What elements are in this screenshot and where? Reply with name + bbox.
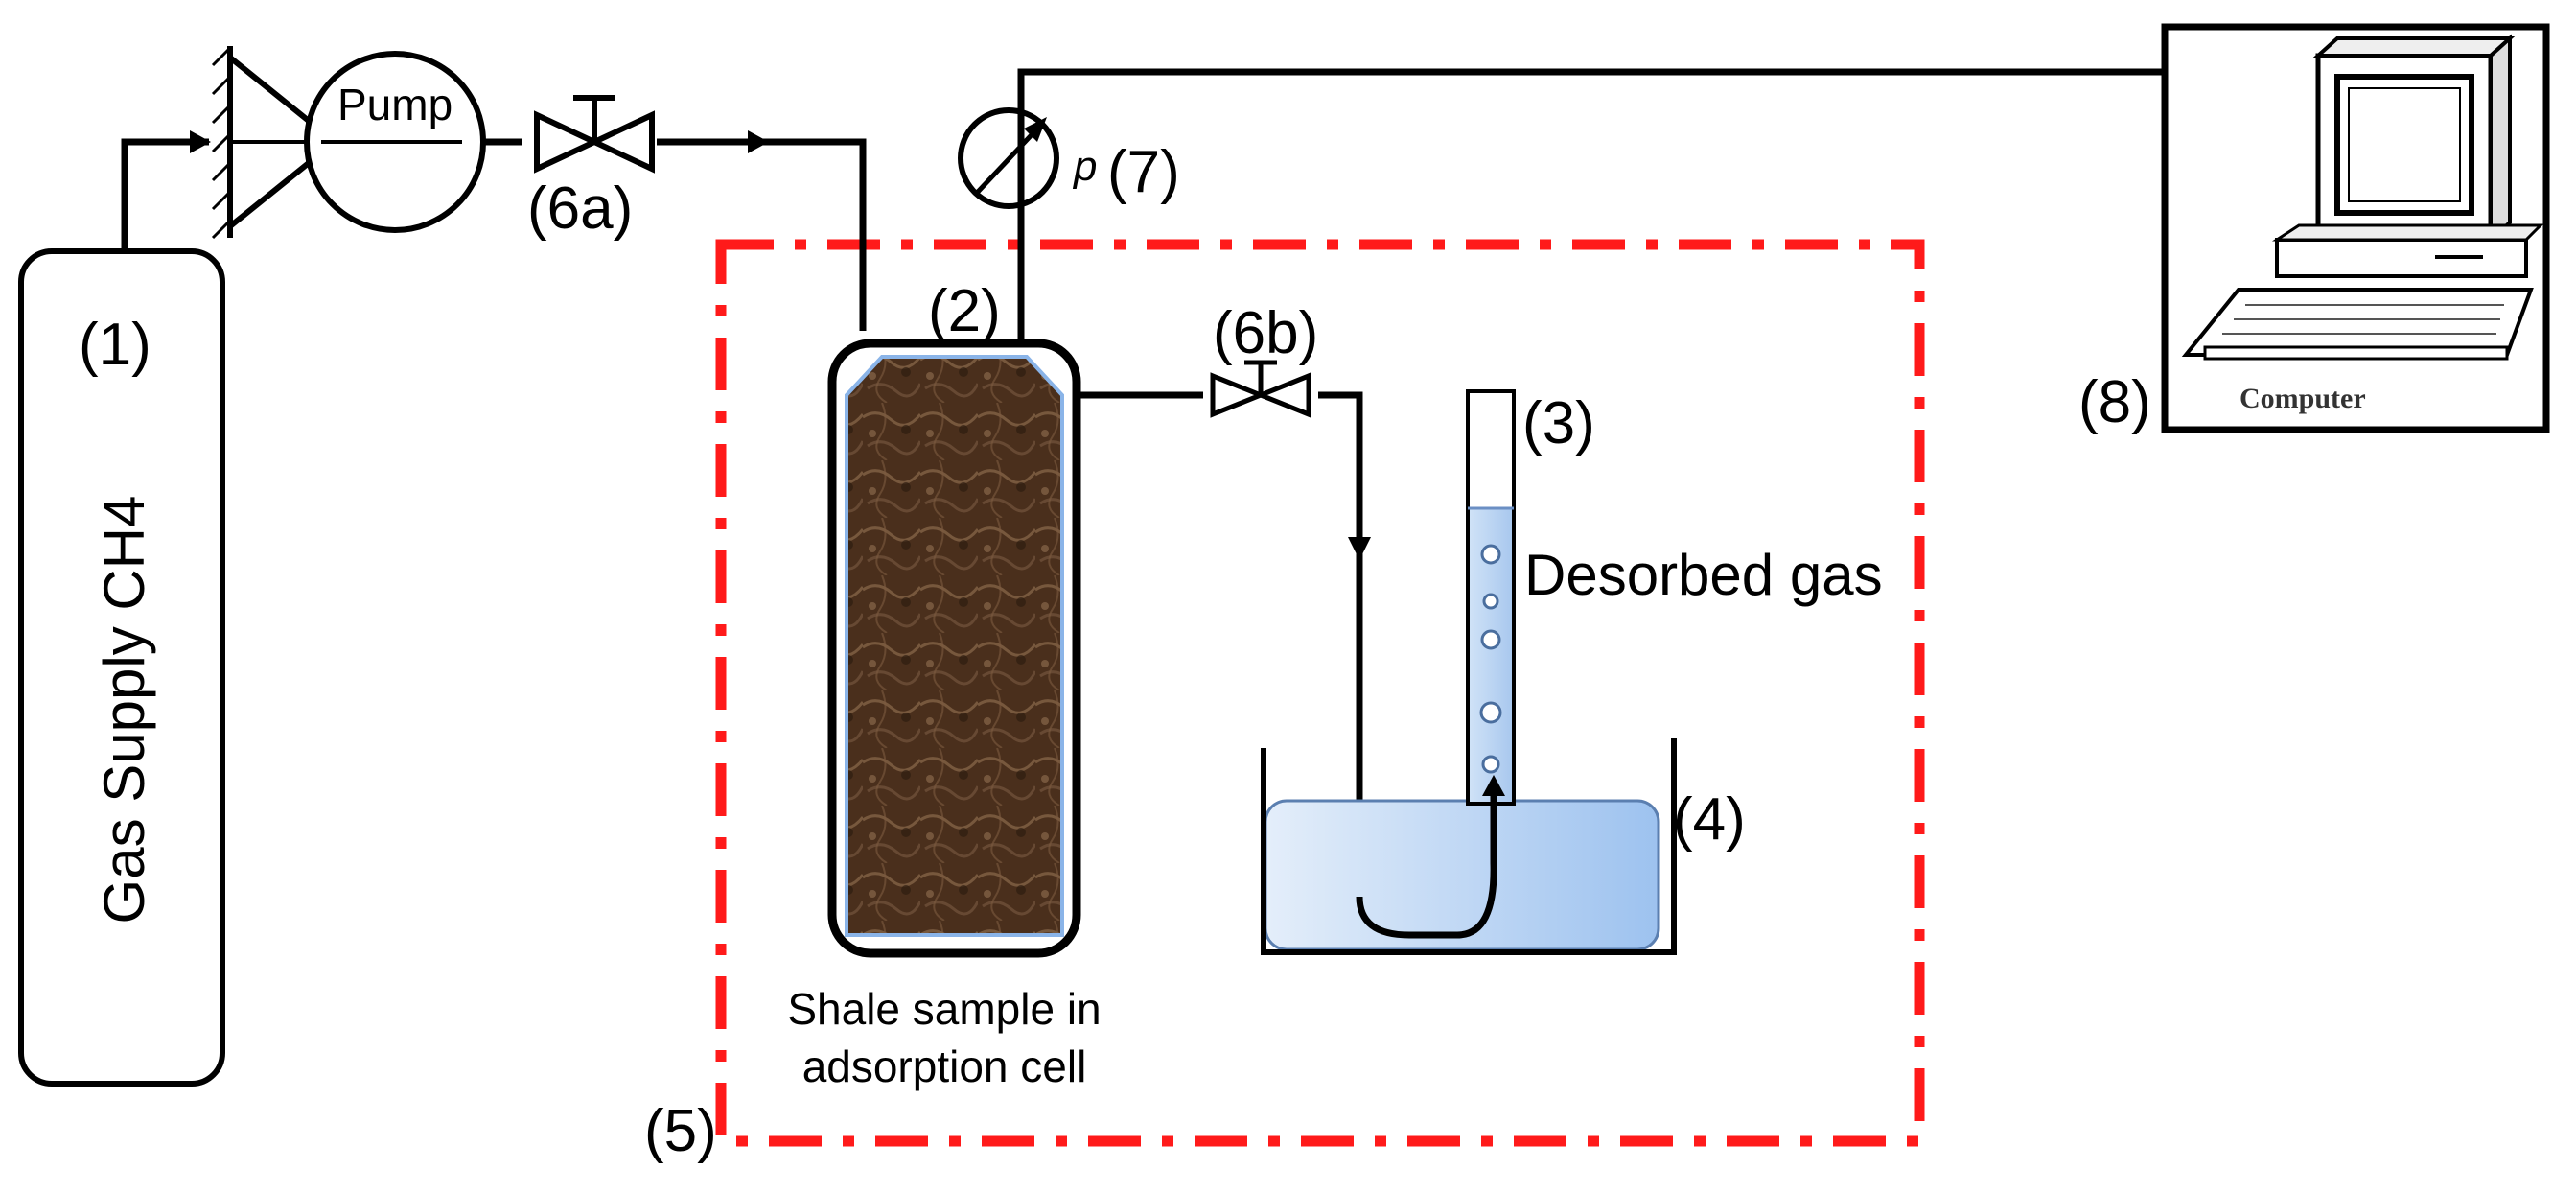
gauge-number: (7) (1107, 139, 1180, 205)
computer (2161, 23, 2550, 433)
gas-supply-label: Gas Supply CH4 (92, 496, 156, 924)
graduated-tube (1466, 389, 1516, 806)
flow-arrow-1 (190, 130, 211, 153)
flow-arrow-4 (1482, 775, 1505, 796)
pipe-cylinder-to-pump (121, 138, 209, 251)
pipe-cell-to-bath (1077, 391, 1363, 897)
valve-6b (1203, 360, 1318, 422)
pump: Pump (211, 46, 486, 240)
flow-arrow-3 (1348, 537, 1371, 560)
gauge-needle-tip (1024, 117, 1047, 142)
computer-label: Computer (2239, 383, 2366, 414)
gauge-p-symbol: p (1072, 143, 1097, 190)
valve-6a (522, 95, 657, 176)
computer-number: (8) (2078, 369, 2151, 435)
valve-6b-label: (6b) (1213, 300, 1318, 366)
enclosure-number: (5) (644, 1098, 717, 1164)
shale-sample (845, 355, 1064, 937)
cell-number: (2) (928, 278, 1001, 344)
signal-line-to-computer (1017, 68, 2165, 350)
valve-6a-label: (6a) (527, 175, 633, 242)
bath-number: (4) (1673, 786, 1746, 853)
tube-number: (3) (1522, 390, 1595, 456)
u-pipe (1356, 788, 1497, 939)
flow-arrow-2 (748, 130, 769, 153)
gas-supply-number: (1) (79, 312, 151, 378)
desorbed-gas-label: Desorbed gas (1524, 543, 1883, 607)
shale-caption-line1: Shale sample in (787, 984, 1101, 1034)
shale-caption-line2: adsorption cell (802, 1041, 1087, 1091)
gauge-needle (976, 123, 1043, 194)
enclosure-boundary (715, 239, 1925, 1147)
pump-label: Pump (337, 80, 453, 129)
